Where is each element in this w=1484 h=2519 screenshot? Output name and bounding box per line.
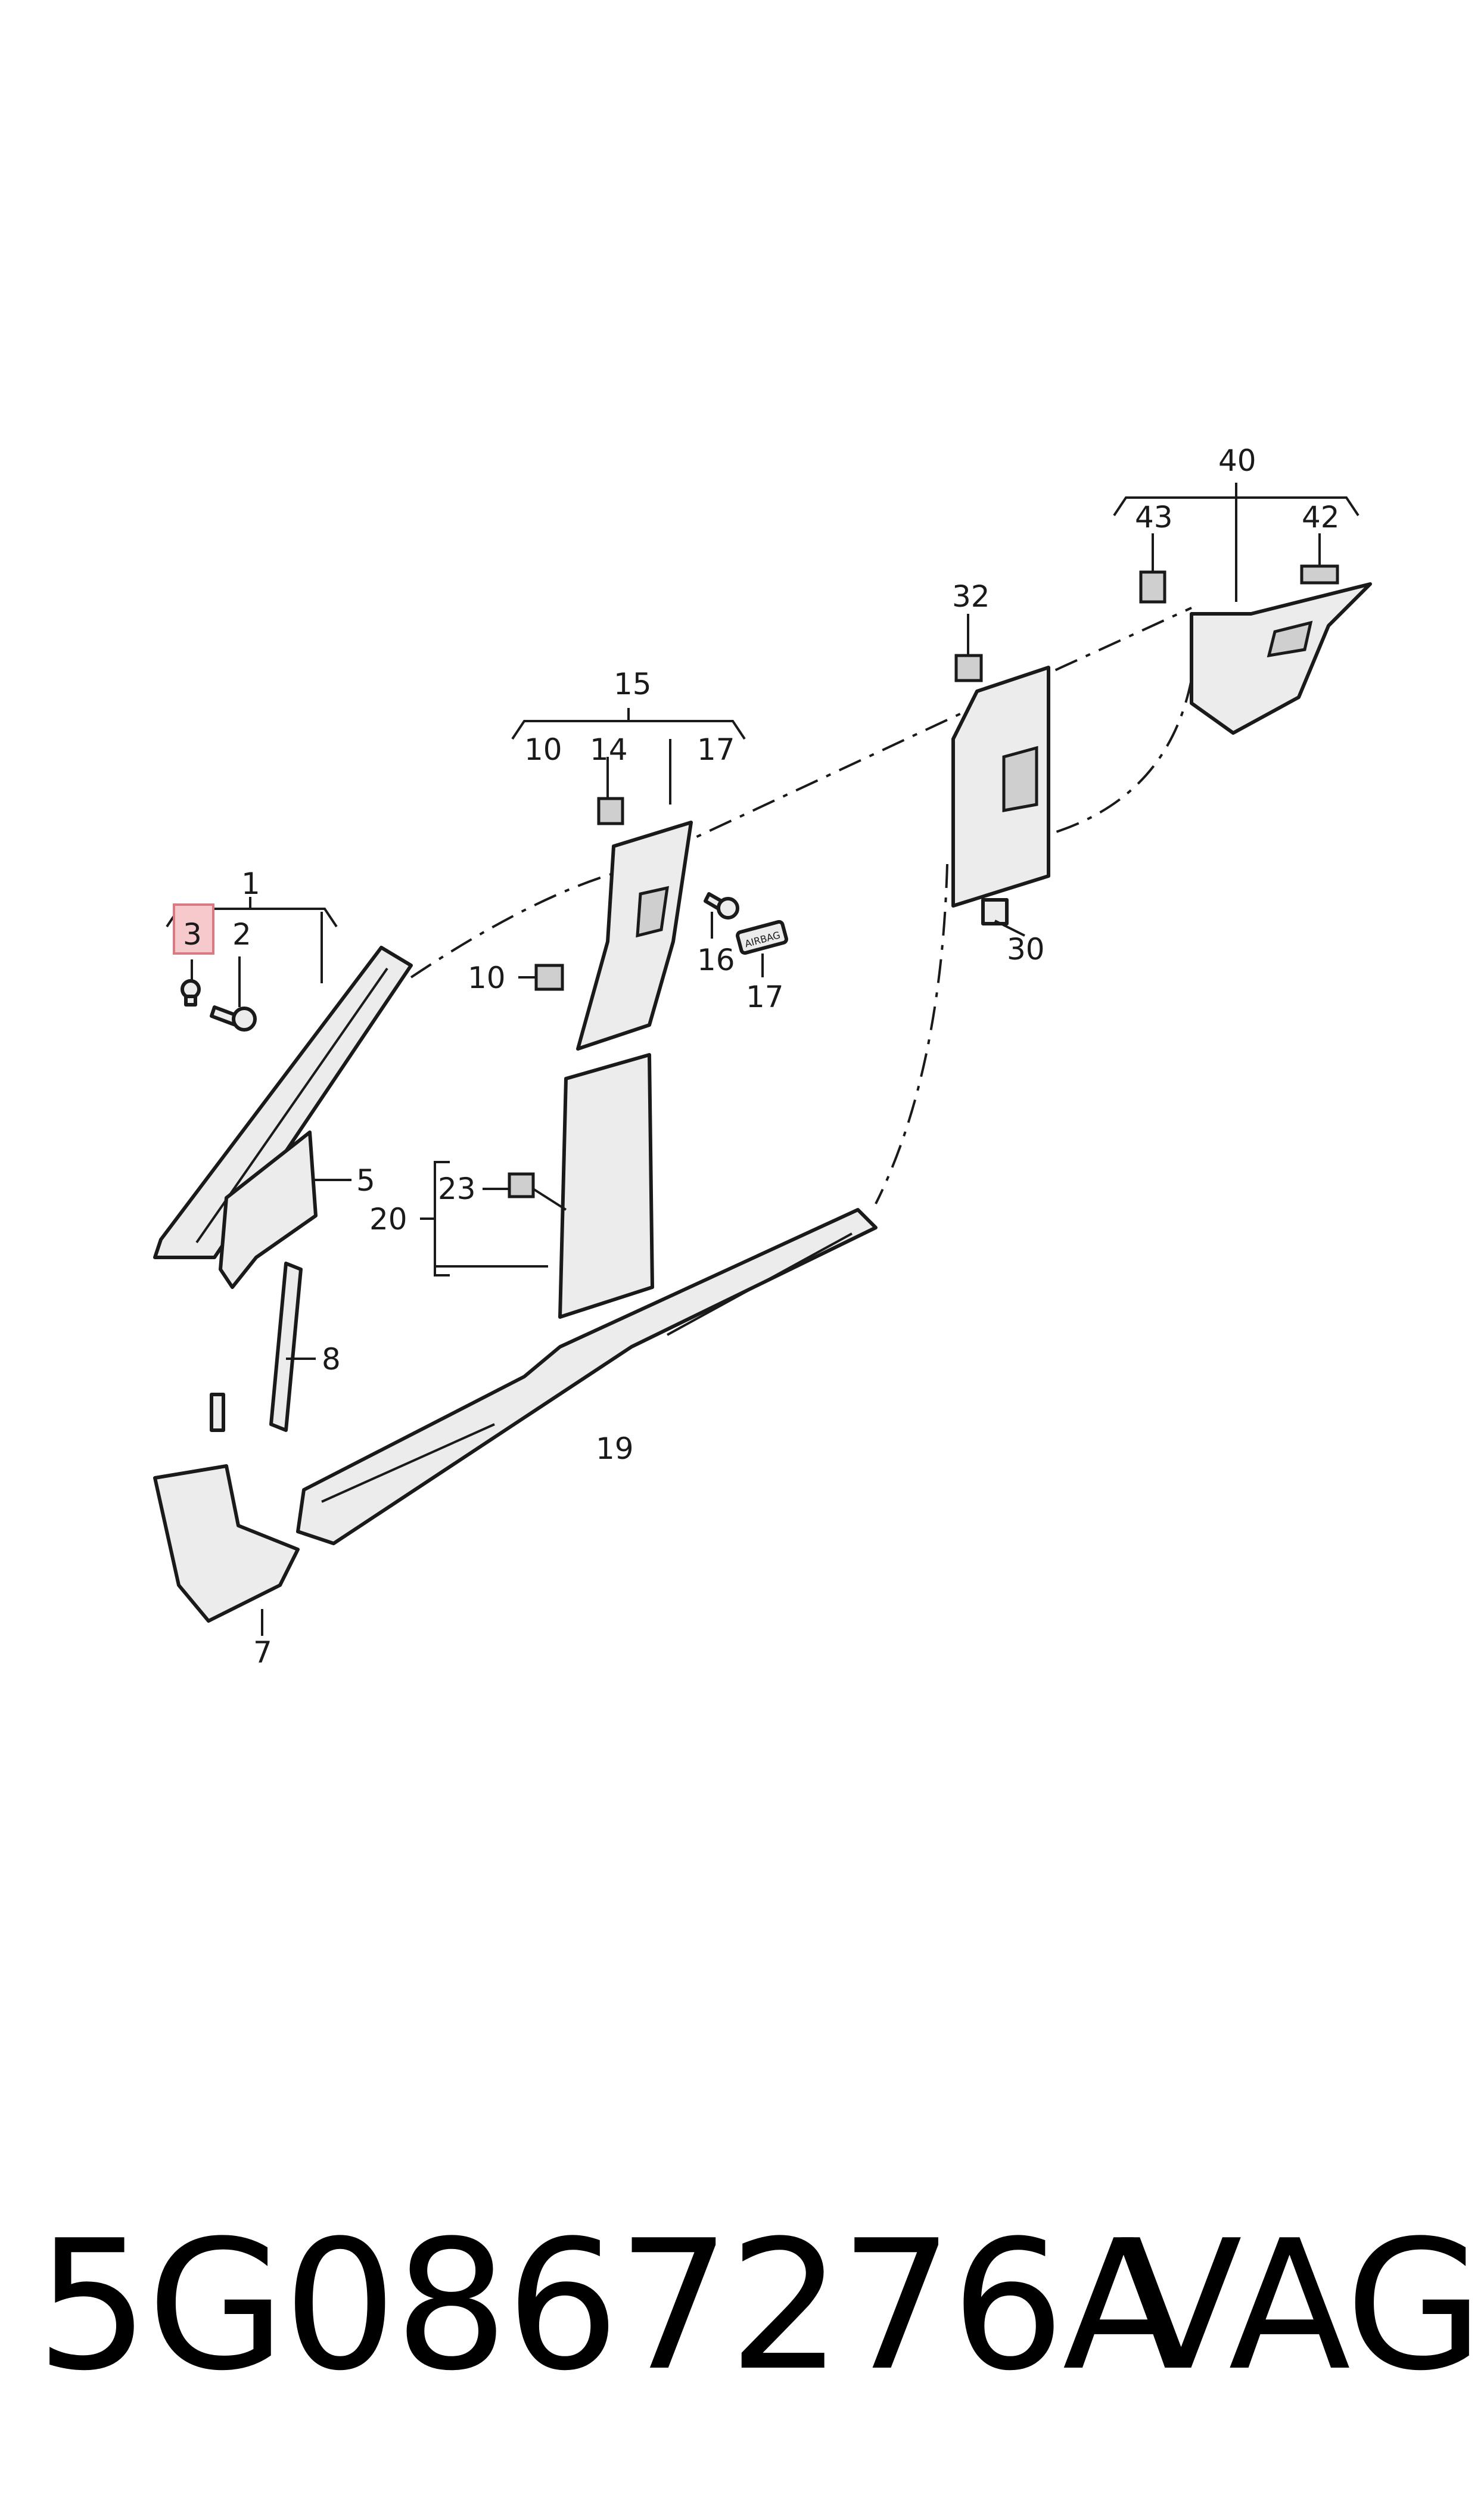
clip-part-10 — [534, 964, 564, 991]
screw-part-16 — [704, 892, 739, 920]
callout-8: 8 — [322, 1342, 341, 1377]
lower-b-pillar-trim — [558, 1053, 654, 1319]
door-sill-panel — [296, 1208, 878, 1545]
part-number: 5G0867276A — [36, 2202, 1185, 2410]
callout-32: 32 — [952, 579, 990, 614]
callout-19: 19 — [596, 1431, 634, 1466]
callout-1: 1 — [241, 866, 260, 901]
expanding-clip — [181, 979, 201, 1007]
clip-part-42 — [1300, 564, 1339, 585]
callout-16: 16 — [697, 943, 735, 977]
door-opening-outline — [410, 607, 1193, 1204]
callout-10-group: 10 — [524, 732, 562, 767]
airbag-sticker: AIRBAG — [736, 920, 788, 955]
callout-17-group: 17 — [697, 732, 735, 767]
callout-10: 10 — [468, 961, 506, 995]
screw-part-2 — [210, 1005, 257, 1032]
clip-part-43 — [1139, 570, 1166, 604]
callout-15: 15 — [614, 667, 652, 701]
clip-part-14 — [597, 797, 624, 825]
clip-part-23 — [508, 1172, 535, 1198]
clip-part-32 — [954, 654, 983, 682]
callout-14: 14 — [590, 732, 628, 767]
callout-30: 30 — [1007, 932, 1045, 967]
lower-a-pillar-bracket — [219, 1130, 318, 1289]
callout-3-highlight — [173, 903, 214, 955]
callout-3: 3 — [183, 917, 202, 952]
callout-17: 17 — [746, 980, 784, 1014]
upper-b-pillar-trim — [576, 821, 693, 1051]
callout-42: 42 — [1302, 500, 1340, 535]
callout-2: 2 — [232, 917, 251, 952]
rear-trim-panel — [1190, 582, 1372, 735]
footwell-trim — [153, 1393, 300, 1623]
leader-lines — [166, 483, 1359, 1636]
callout-43: 43 — [1135, 500, 1173, 535]
trim-strip-part-8 — [269, 1262, 303, 1432]
callout-7: 7 — [253, 1635, 272, 1670]
callout-20: 20 — [369, 1202, 407, 1237]
callout-40: 40 — [1218, 443, 1256, 478]
callout-23: 23 — [438, 1172, 476, 1206]
brand-name: VAG — [1120, 2202, 1483, 2410]
callout-5: 5 — [356, 1163, 375, 1198]
c-pillar-trim — [951, 666, 1050, 925]
